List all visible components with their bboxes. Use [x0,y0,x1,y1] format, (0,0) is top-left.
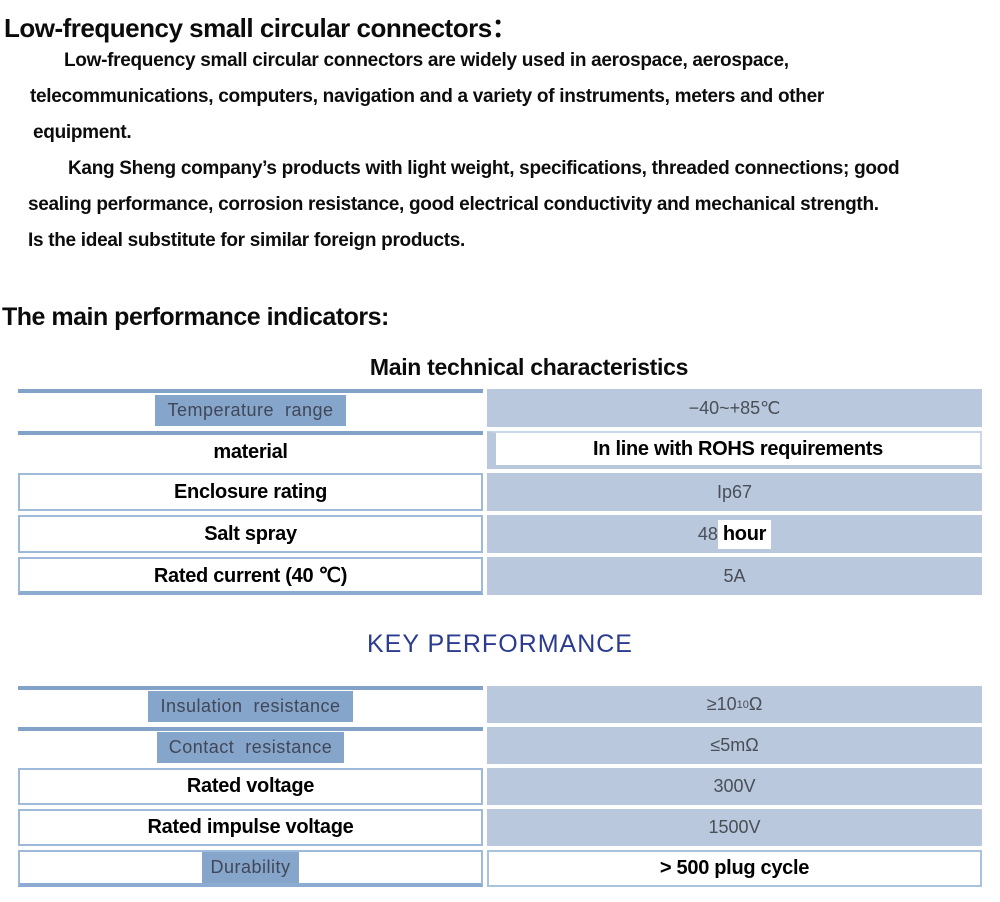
table-row-value-cell: 5A [487,557,982,595]
table-row-value-cell: In line with ROHS requirements [487,431,982,469]
table-row-value-cell: ≤5mΩ [487,727,982,764]
intro-line: equipment. [33,122,132,143]
table-row-label-cell: Insulation resistance [18,686,483,723]
table-row-label-cell: Temperature range [18,389,483,427]
table-row-label-cell: material [18,431,483,469]
table-row-value-cell: 300V [487,768,982,805]
table-row-label-cell: Enclosure rating [18,473,483,511]
table-row-label-cell: Rated current (40 ℃) [18,557,483,595]
intro-line: Low-frequency small circular connectors … [64,50,789,71]
label-highlight: Insulation resistance [148,691,353,722]
label-highlight: Contact resistance [156,732,345,763]
value-highlight: hour [717,519,772,549]
table-row-value-cell: Ip67 [487,473,982,511]
intro-line: Is the ideal substitute for similar fore… [28,230,466,251]
table-row-label-cell: Salt spray [18,515,483,553]
main-characteristics-table: Temperature range −40~+85℃ material In l… [18,389,982,595]
page-title: Low-frequency small circular connectors： [4,13,518,43]
intro-line: telecommunications, computers, navigatio… [30,86,824,107]
table2-title: KEY PERFORMANCE [367,630,633,658]
table-row-label-cell: Rated impulse voltage [18,809,483,846]
table1-title: Main technical characteristics [369,354,689,380]
section-heading: The main performance indicators: [2,303,389,331]
table-row-label-cell: Durability [18,850,483,887]
table-row-label-cell: Contact resistance [18,727,483,764]
intro-line: Kang Sheng company’s products with light… [68,158,900,179]
table-row-value-cell: 1500V [487,809,982,846]
table-row-label-cell: Rated voltage [18,768,483,805]
label-highlight: Temperature range [155,394,346,426]
intro-line: sealing performance, corrosion resistanc… [28,194,879,215]
label-highlight: Durability [202,852,299,883]
table-row-value-cell: > 500 plug cycle [487,850,982,887]
table-row-value-cell: −40~+85℃ [487,389,982,427]
